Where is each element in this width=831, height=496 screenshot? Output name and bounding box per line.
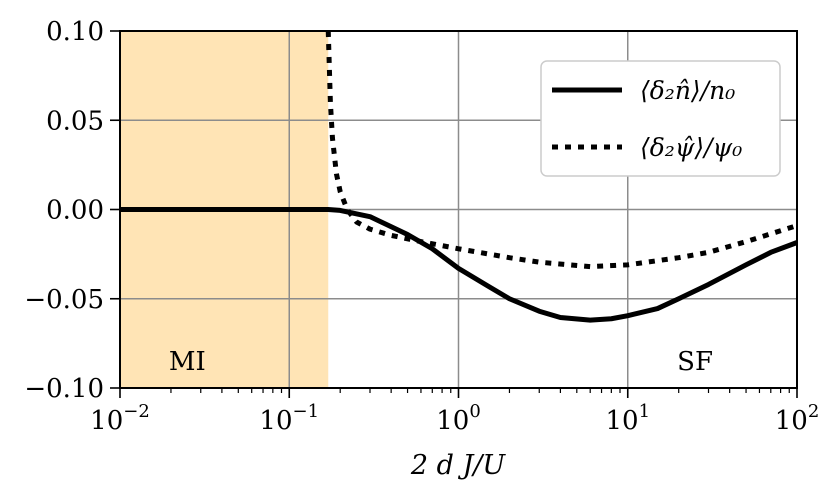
y-tick-label: 0.10 xyxy=(46,17,104,47)
y-tick-label: −0.05 xyxy=(24,285,104,315)
x-tick-label: 10−2 xyxy=(90,401,150,436)
legend: ⟨δ₂n̂⟩/n₀ ⟨δ₂ψ̂⟩/ψ₀ xyxy=(540,60,781,177)
series-density-line xyxy=(120,207,797,323)
legend-entry-density: ⟨δ₂n̂⟩/n₀ xyxy=(640,76,735,105)
region-label-mi: MI xyxy=(169,347,206,377)
region-label-sf: SF xyxy=(677,347,713,377)
y-tick-label: 0.00 xyxy=(46,196,104,226)
y-tick-label: −0.10 xyxy=(24,374,104,404)
legend-entry-order-parameter: ⟨δ₂ψ̂⟩/ψ₀ xyxy=(640,133,742,162)
x-tick-label: 102 xyxy=(775,401,820,436)
x-tick-label: 10−1 xyxy=(259,401,319,436)
x-tick-label: 101 xyxy=(605,401,650,436)
series-order-parameter-line xyxy=(325,31,797,270)
y-tick-label: 0.05 xyxy=(46,106,104,136)
x-axis-label: 2 d J/U xyxy=(410,450,507,481)
x-tick-label: 100 xyxy=(436,401,481,436)
